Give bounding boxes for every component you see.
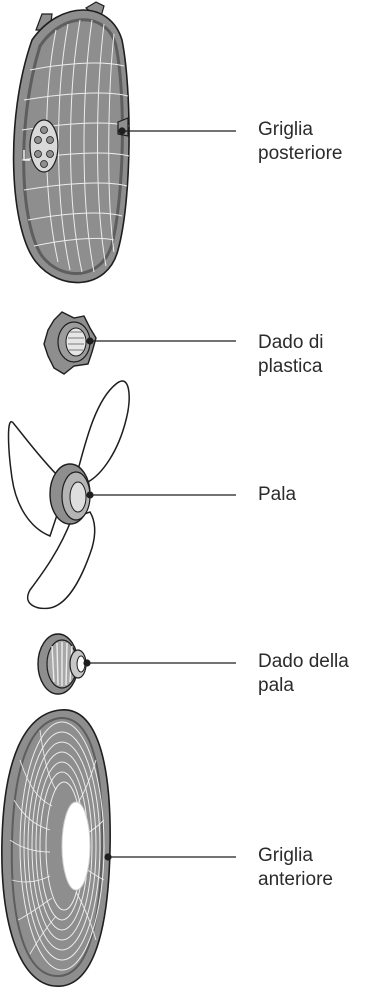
rear-grille	[14, 2, 129, 283]
label-front-grille: Griglia anteriore	[258, 844, 333, 892]
blade-nut	[38, 634, 86, 694]
front-grille-leader	[104, 853, 236, 860]
label-front-grille-line-2: anteriore	[258, 868, 333, 892]
rear-grille-leader	[118, 127, 236, 134]
label-blade: Pala	[258, 483, 296, 507]
label-rear-grille-line-2: posteriore	[258, 142, 343, 166]
label-rear-grille: Griglia posteriore	[258, 118, 343, 166]
label-plastic-nut-line-2: plastica	[258, 355, 324, 379]
plastic-nut-leader	[86, 337, 236, 344]
label-front-grille-line-1: Griglia	[258, 844, 333, 868]
label-rear-grille-line-1: Griglia	[258, 118, 343, 142]
label-plastic-nut-line-1: Dado di	[258, 331, 324, 355]
front-grille	[2, 710, 110, 986]
label-plastic-nut: Dado di plastica	[258, 331, 324, 379]
label-blade-nut-line-1: Dado della	[258, 650, 349, 674]
label-blade-nut: Dado della pala	[258, 650, 349, 698]
blade-nut-leader	[83, 659, 236, 666]
blade-leader	[86, 491, 236, 498]
label-blade-line-1: Pala	[258, 483, 296, 507]
label-blade-nut-line-2: pala	[258, 674, 349, 698]
